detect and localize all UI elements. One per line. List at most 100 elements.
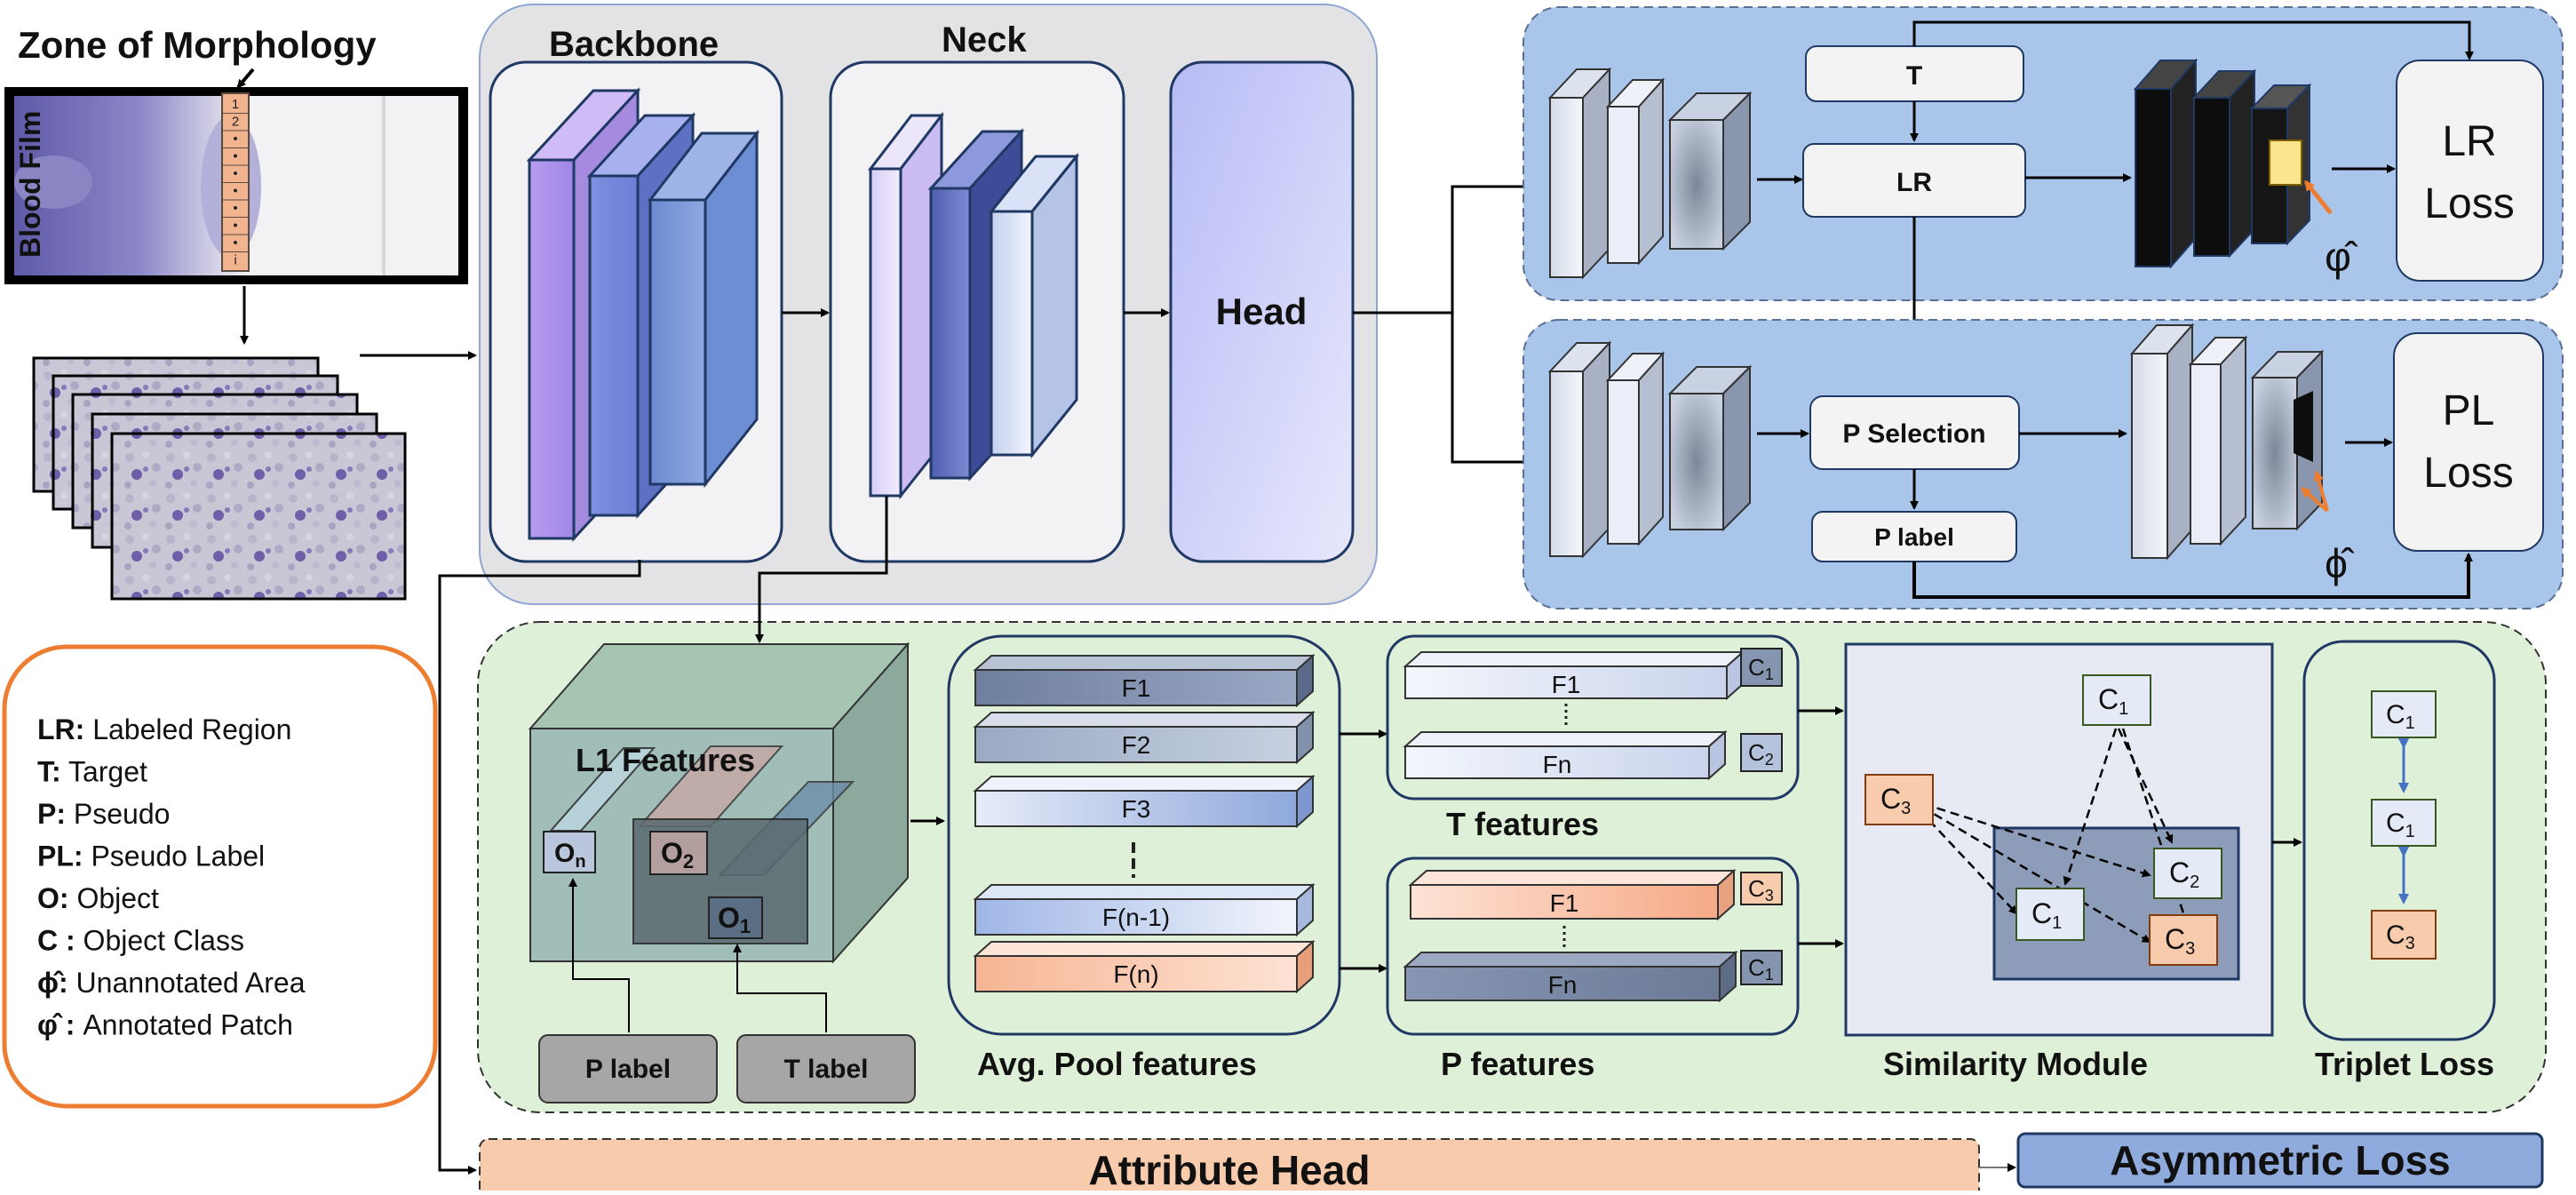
pl-loss-line-1: PL — [2443, 387, 2495, 434]
backbone-block: Backbone — [489, 25, 783, 563]
pl-output-slabs — [2129, 323, 2325, 561]
pl-feature-slabs — [1547, 340, 1753, 559]
p-c1-sub: 1 — [1765, 966, 1774, 984]
svg-text:C3: C3 — [1748, 875, 1774, 904]
lr-box-label: LR — [1896, 168, 1932, 197]
o2-tag: O2 — [649, 831, 708, 875]
sim-c2-inner-sub: 2 — [2190, 872, 2199, 892]
svg-text:O1: O1 — [718, 902, 751, 937]
p-selection-box: P Selection — [1809, 395, 2020, 470]
t-c1-sub: 1 — [1765, 665, 1774, 683]
lr-box: LR — [1802, 143, 2026, 218]
p-f1-label: F1 — [1550, 889, 1579, 917]
legend-item: LR: Labeled Region — [37, 713, 291, 745]
neck-title: Neck — [942, 20, 1027, 60]
t-f1-label: F1 — [1552, 671, 1581, 698]
legend-value: Annotated Patch — [75, 1009, 293, 1041]
o1-tag-sub: 1 — [740, 915, 751, 937]
legend-key: ϕ̂: — [37, 967, 68, 999]
p-c3-letter: C — [1748, 875, 1765, 902]
sim-c1-top-sub: 1 — [2119, 699, 2128, 719]
t-box-label: T — [1906, 61, 1922, 91]
svg-text:C2: C2 — [2169, 856, 2199, 892]
pool-bar-label: F(n-1) — [1102, 904, 1170, 931]
backbone-title: Backbone — [549, 25, 719, 64]
sim-c2-inner-letter: C — [2169, 856, 2190, 888]
plabel-to-on-line — [568, 878, 630, 1032]
sim-c3-left-sub: 3 — [1901, 799, 1911, 818]
legend-key: LR: — [37, 713, 84, 745]
p-c1-letter: C — [1748, 954, 1765, 981]
legend-value: Labeled Region — [84, 713, 291, 745]
backbone-to-attribute-line — [438, 560, 641, 1175]
head-to-pl-branch-line — [1451, 313, 1540, 466]
attribute-head-label: Attribute Head — [1089, 1147, 1371, 1191]
triplet-c1-mid-letter: C — [2386, 809, 2405, 838]
legend-key: φ̂ : — [37, 1009, 75, 1041]
t-c1-letter: C — [1748, 654, 1765, 681]
legend-value: Object — [69, 882, 159, 914]
svg-text:C1: C1 — [2386, 700, 2415, 733]
slide-mark: • — [233, 235, 237, 251]
on-tag-sub: n — [575, 852, 585, 872]
svg-text:C3: C3 — [1880, 783, 1911, 818]
pl-loss-line-2: Loss — [2423, 450, 2513, 497]
sim-c3-inner: C3 — [2149, 914, 2218, 966]
unannotated-arrow-a — [2300, 487, 2329, 513]
legend-value: Unannotated Area — [68, 967, 306, 999]
legend-item: P: Pseudo — [37, 798, 170, 830]
svg-text:C1: C1 — [1748, 654, 1774, 683]
svg-text:C1: C1 — [2098, 683, 2128, 719]
similarity-module: C1 C3 C2 C1 C3 Similarity Module — [1844, 642, 2274, 1082]
slide-mark: • — [233, 184, 237, 199]
asymmetric-loss-label: Asymmetric Loss — [2110, 1137, 2451, 1183]
zone-strip: 12•••••••i — [221, 92, 250, 272]
triplet-title: Triplet Loss — [2315, 1046, 2494, 1082]
legend-item: PL: Pseudo Label — [37, 840, 265, 872]
legend-item: O: Object — [37, 882, 159, 914]
head-title: Head — [1216, 291, 1308, 332]
lr-loss-line-2: Loss — [2424, 180, 2514, 227]
tlabel-to-o1-line — [733, 944, 827, 1032]
slide-mark: 1 — [232, 97, 239, 112]
svg-text:C3: C3 — [2165, 923, 2195, 959]
plabel-to-pl-loss-line — [1912, 553, 2473, 599]
legend-item: ϕ̂: Unannotated Area — [37, 967, 306, 999]
pool-bar-f2: F2 — [973, 710, 1316, 765]
t-label-button: T label — [736, 1034, 916, 1103]
legend-item: T: Target — [37, 756, 147, 788]
pool-bar-label: F1 — [1122, 674, 1151, 702]
o1-tag: O1 — [708, 896, 763, 939]
p-selection-label: P Selection — [1842, 419, 1985, 449]
slide-mark: • — [233, 201, 237, 216]
o2-tag-sub: 2 — [683, 850, 694, 872]
t-fn-label: Fn — [1543, 751, 1572, 778]
lr-loss-line-1: LR — [2442, 118, 2496, 165]
pool-bar-label: F2 — [1122, 731, 1151, 759]
p-c3-sub: 3 — [1765, 887, 1774, 904]
slide-mark: • — [233, 166, 237, 181]
avg-pool-title: Avg. Pool features — [977, 1046, 1257, 1082]
lr-loss-box: LR Loss — [2396, 60, 2544, 282]
slide-mark: i — [234, 253, 236, 268]
t-c2-sub: 2 — [1765, 751, 1774, 769]
t-c2-letter: C — [1748, 739, 1765, 766]
svg-text:C1: C1 — [1748, 954, 1774, 984]
t-box: T — [1805, 45, 2024, 102]
svg-text:C2: C2 — [1748, 739, 1774, 769]
on-tag-letter: O — [554, 839, 575, 868]
sim-c1-top: C1 — [2082, 674, 2151, 726]
zone-pointer-line — [236, 68, 255, 89]
t-features-panel: F1 Fn C1 C2 T features — [1386, 634, 1800, 842]
p-c1-tag: C1 — [1740, 950, 1783, 985]
sim-c3-inner-sub: 3 — [2185, 939, 2195, 959]
triplet-c3-sub: 3 — [2405, 934, 2415, 953]
annotated-patch-arrow — [2304, 179, 2333, 215]
legend-box: LR: Labeled Region T: Target P: PseudoPL: … — [2, 644, 438, 1109]
head-block: Head — [1169, 60, 1355, 563]
pl-loss-box: PL Loss — [2393, 332, 2544, 552]
legend-key: PL: — [37, 840, 83, 872]
patch-stack — [32, 356, 407, 601]
pool-bar-fnn: F(n) — [973, 939, 1316, 994]
